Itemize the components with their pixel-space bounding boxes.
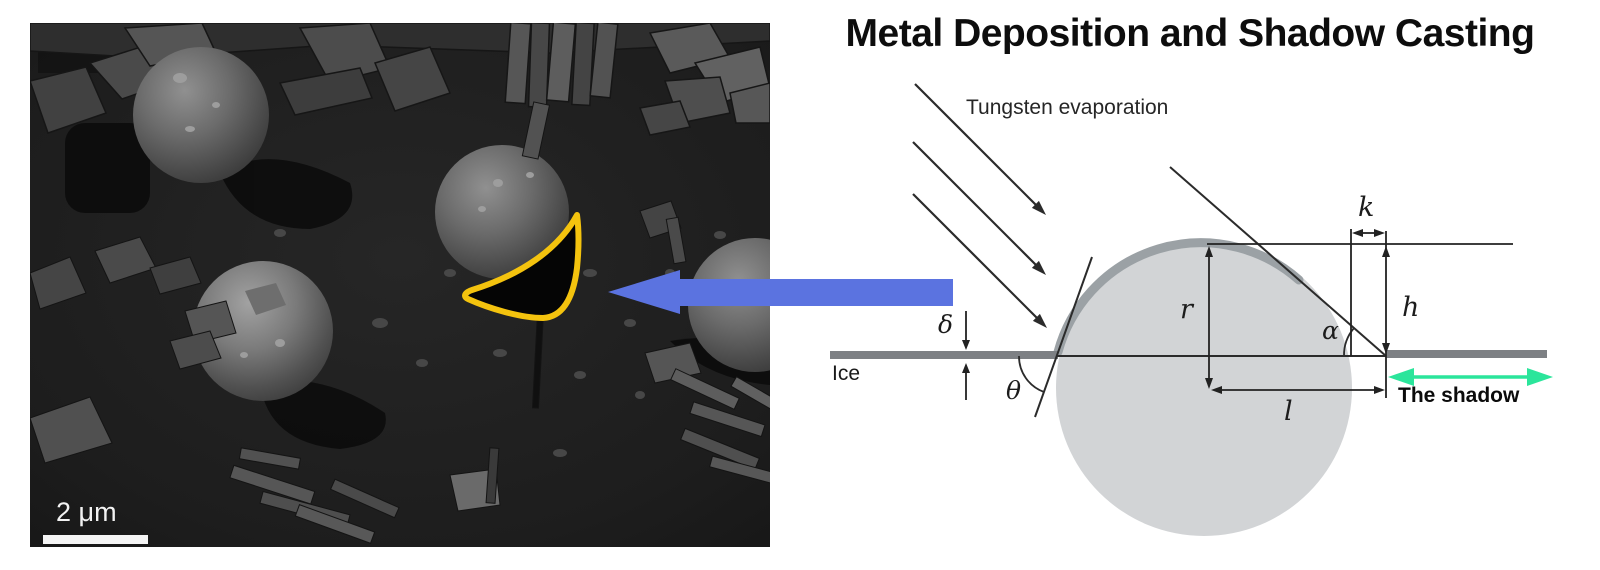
highlighted-shadow-outline	[462, 212, 582, 321]
ice-layer-right	[1386, 350, 1547, 358]
figure-title: Metal Deposition and Shadow Casting	[845, 12, 1535, 55]
h-label: h	[1402, 292, 1420, 323]
sphere-top-left	[133, 47, 269, 183]
shadow-tangent-line	[1169, 166, 1387, 357]
diagram-sphere	[1056, 240, 1352, 536]
theta-label: θ	[1006, 376, 1022, 405]
evaporation-arrows	[912, 83, 1047, 328]
scale-bar-label: 2 μm	[56, 497, 117, 527]
sem-small-specks	[274, 229, 726, 457]
k-label: k	[1358, 192, 1375, 223]
alpha-label: α	[1322, 316, 1339, 345]
striated-block	[504, 21, 619, 109]
contact-angle-line	[1034, 256, 1093, 418]
metal-coating-cap	[1053, 238, 1304, 357]
sem-cast-shadows	[65, 123, 770, 449]
shadow-extent-arrow	[1388, 368, 1553, 386]
pointer-arrow-blue	[608, 270, 953, 314]
r-label: r	[1180, 294, 1193, 325]
evaporation-label: Tungsten evaporation	[966, 96, 1169, 119]
delta-label: δ	[938, 310, 954, 339]
ice-layer-left	[830, 351, 1058, 359]
dimension-lines	[962, 229, 1513, 400]
l-label: l	[1284, 396, 1293, 427]
sphere-middle	[435, 145, 569, 279]
alpha-arc	[1343, 327, 1355, 357]
ice-label: Ice	[832, 362, 861, 385]
theta-arc	[1018, 355, 1045, 393]
sphere-specks	[173, 73, 734, 358]
sphere-bottom-left	[193, 261, 333, 401]
rock-on-sphere	[245, 283, 286, 315]
scale-bar	[43, 535, 148, 544]
shadow-label: The shadow	[1398, 384, 1520, 407]
